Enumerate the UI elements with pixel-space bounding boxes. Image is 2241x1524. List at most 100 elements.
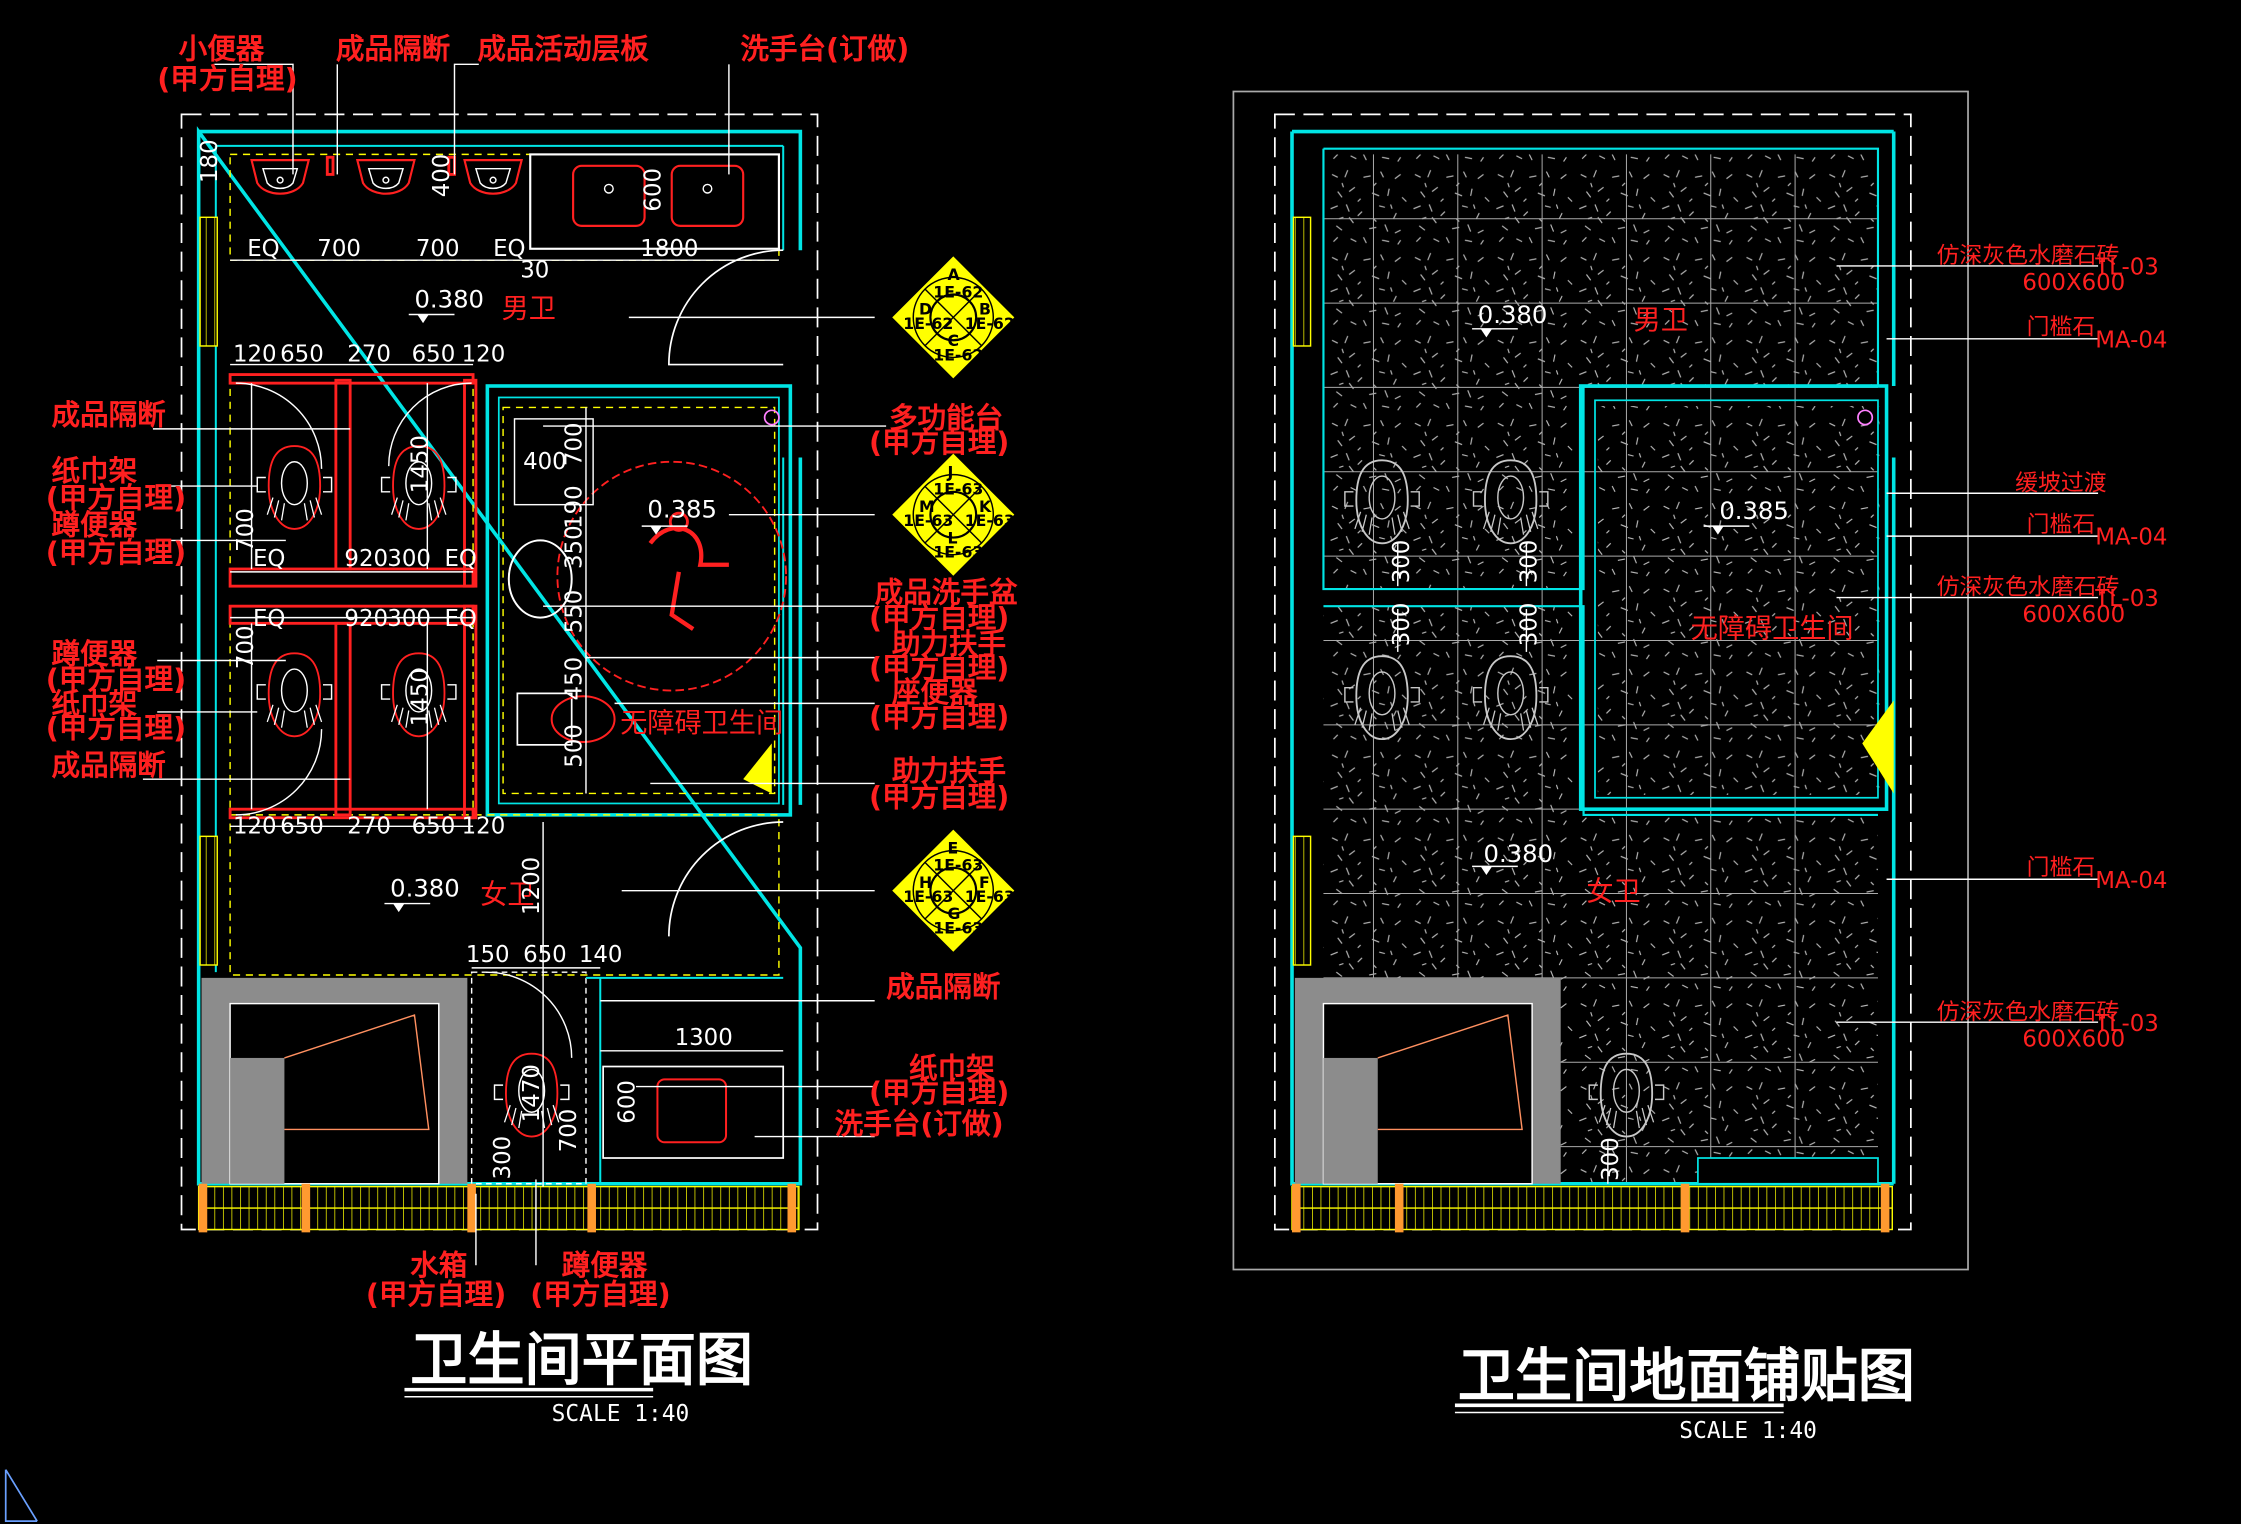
callout-code: TL-03 <box>2094 1011 2159 1037</box>
dim: EQ <box>247 236 279 262</box>
label-tissue2: 纸巾架 <box>51 686 137 720</box>
label-basin: 成品洗手盆 <box>875 575 1018 609</box>
label-washstand-top: 洗手台(订做) <box>740 32 909 66</box>
dim: 270 <box>347 342 391 368</box>
dim: 400 <box>523 449 567 475</box>
label-grab2: 助力扶手 <box>892 754 1006 788</box>
dim: 700 <box>317 236 361 262</box>
label-tank: 水箱 <box>410 1248 467 1282</box>
callout-text: 仿深灰色水磨石砖 <box>1937 575 2120 601</box>
dim: 700 <box>233 508 259 552</box>
dim: 120 <box>462 813 506 839</box>
dim: 600 <box>640 168 666 212</box>
dim: 120 <box>462 342 506 368</box>
dim: 1300 <box>675 1025 733 1051</box>
callout-code: TL-03 <box>2094 254 2159 280</box>
callout-text: 门槛石 <box>2027 855 2096 881</box>
dim: 700 <box>556 1109 582 1153</box>
callout-size: 600X600 <box>2022 1026 2125 1052</box>
dim: 650 <box>412 813 456 839</box>
label-washstand-bottom: 洗手台(订做) <box>835 1107 1004 1141</box>
callout-code: TL-03 <box>2094 586 2159 612</box>
diamond-code: 1E-63 <box>903 887 953 906</box>
dim: 920 <box>344 606 388 632</box>
diamond-code: 1E-63 <box>933 480 983 499</box>
diamond-letter: L <box>948 528 958 547</box>
dim: 300 <box>1516 603 1542 647</box>
label-multi-table: 多功能台 <box>889 400 1003 434</box>
diamond-code: 1E-62 <box>965 314 1015 333</box>
dim: 300 <box>1516 540 1542 584</box>
diamond-code: 1E-63 <box>933 919 983 938</box>
dim: 300 <box>387 546 431 572</box>
dim: EQ <box>444 606 476 632</box>
dim: 700 <box>416 236 460 262</box>
diamond-letter: K <box>979 497 992 516</box>
dim: 400 <box>429 154 455 198</box>
label-tank-sub: (甲方自理) <box>366 1277 506 1311</box>
dim: 120 <box>233 813 277 839</box>
room-women: 女卫 <box>1586 877 1640 908</box>
dim: 450 <box>562 657 588 701</box>
label-squat1: 蹲便器 <box>51 508 137 542</box>
diamond-letter: A <box>948 265 961 284</box>
diamond-letter: J <box>947 462 954 481</box>
dim: 700 <box>562 422 588 466</box>
dim: 270 <box>347 813 391 839</box>
diamond-letter: C <box>948 331 960 350</box>
dim: 650 <box>412 342 456 368</box>
level-women: 0.380 <box>1484 839 1554 868</box>
callout-text: 仿深灰色水磨石砖 <box>1937 999 2120 1025</box>
label-urinal: 小便器 <box>179 32 265 66</box>
diamond-letter: G <box>948 904 961 923</box>
dim: 1450 <box>407 435 433 493</box>
right-plan <box>1232 90 2099 1414</box>
diamond-code: 1E-63 <box>933 543 983 562</box>
dim: 1470 <box>519 1064 545 1122</box>
label-partition-right: 成品隔断 <box>886 969 1001 1003</box>
callout-size: 600X600 <box>2022 602 2125 628</box>
ucs-icon <box>4 1469 38 1522</box>
label-squat3-sub: (甲方自理) <box>530 1277 670 1311</box>
level-accessible: 0.385 <box>647 495 717 524</box>
dim: EQ <box>253 546 285 572</box>
label-toilet-sub: (甲方自理) <box>869 699 1009 733</box>
diamond-code: 1E-62 <box>933 282 983 301</box>
dim: 500 <box>562 724 588 768</box>
label-urinal-sub: (甲方自理) <box>157 62 297 96</box>
callout-text: 缓坡过渡 <box>2015 470 2107 496</box>
label-partition-left1: 成品隔断 <box>51 398 166 432</box>
dim: 650 <box>523 942 567 968</box>
drawing-scale: SCALE 1:40 <box>1679 1418 1817 1444</box>
label-partition-top: 成品隔断 <box>336 32 451 66</box>
diamond-code: 1E-63 <box>965 887 1015 906</box>
diamond-letter: D <box>919 300 932 319</box>
dim: 300 <box>490 1136 516 1180</box>
callout-text: 仿深灰色水磨石砖 <box>1937 243 2120 269</box>
label-basin-sub: (甲方自理) <box>869 601 1009 635</box>
diamond-code: 1E-62 <box>933 345 983 364</box>
dim: 300 <box>1389 603 1415 647</box>
diamond-letter: M <box>919 497 935 516</box>
room-women: 女卫 <box>480 880 534 911</box>
callout-text: 门槛石 <box>2027 512 2096 538</box>
dim: 140 <box>579 942 623 968</box>
dim: 1200 <box>519 857 545 915</box>
diamond-letter: H <box>919 873 932 892</box>
label-shelf: 成品活动层板 <box>477 32 649 66</box>
level-women: 0.380 <box>390 873 460 902</box>
label-tissue1-sub: (甲方自理) <box>46 481 186 515</box>
label-tissue3: 纸巾架 <box>909 1051 995 1085</box>
dim: 300 <box>1598 1137 1624 1181</box>
level-men: 0.380 <box>414 284 484 313</box>
dim: 650 <box>280 813 324 839</box>
callout-code: MA-04 <box>2095 868 2167 894</box>
label-toilet: 座便器 <box>892 675 978 709</box>
dim: 1450 <box>407 668 433 726</box>
dim: 920 <box>344 546 388 572</box>
level-men: 0.380 <box>1478 300 1548 329</box>
dim: 650 <box>280 342 324 368</box>
dim: EQ <box>253 606 285 632</box>
dim: 150 <box>466 942 510 968</box>
